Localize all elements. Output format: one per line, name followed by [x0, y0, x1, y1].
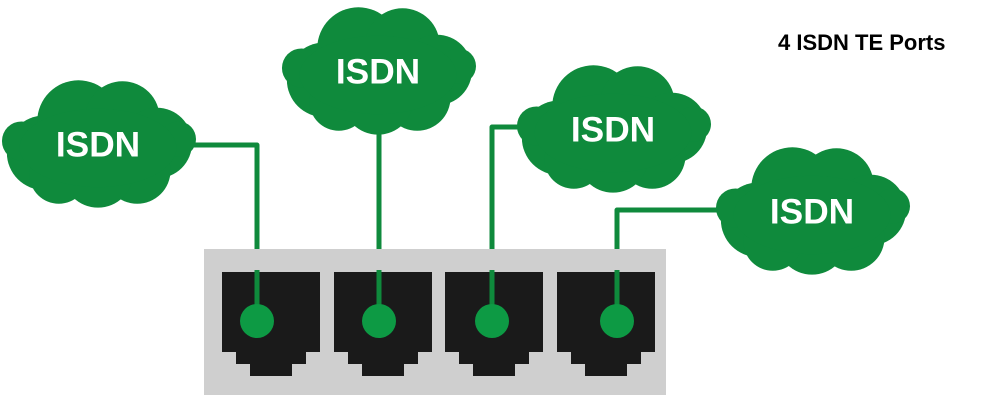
cloud-label: ISDN — [571, 111, 655, 150]
cloud-icon: ISDN — [281, 7, 476, 135]
connector-dot-icon — [475, 304, 509, 338]
connector-dot-icon — [362, 304, 396, 338]
cloud-icon: ISDN — [715, 147, 910, 275]
connector-dot-icon — [240, 304, 274, 338]
cloud-label: ISDN — [770, 193, 854, 232]
ports — [222, 270, 655, 376]
cloud-icon: ISDN — [1, 80, 197, 208]
cloud-label: ISDN — [336, 53, 420, 92]
connector-dot-icon — [600, 304, 634, 338]
cloud-icon: ISDN — [516, 65, 711, 193]
cloud-label: ISDN — [56, 126, 140, 165]
page-title: 4 ISDN TE Ports — [778, 30, 946, 55]
clouds: ISDN ISDN ISDN ISDN — [1, 7, 910, 275]
